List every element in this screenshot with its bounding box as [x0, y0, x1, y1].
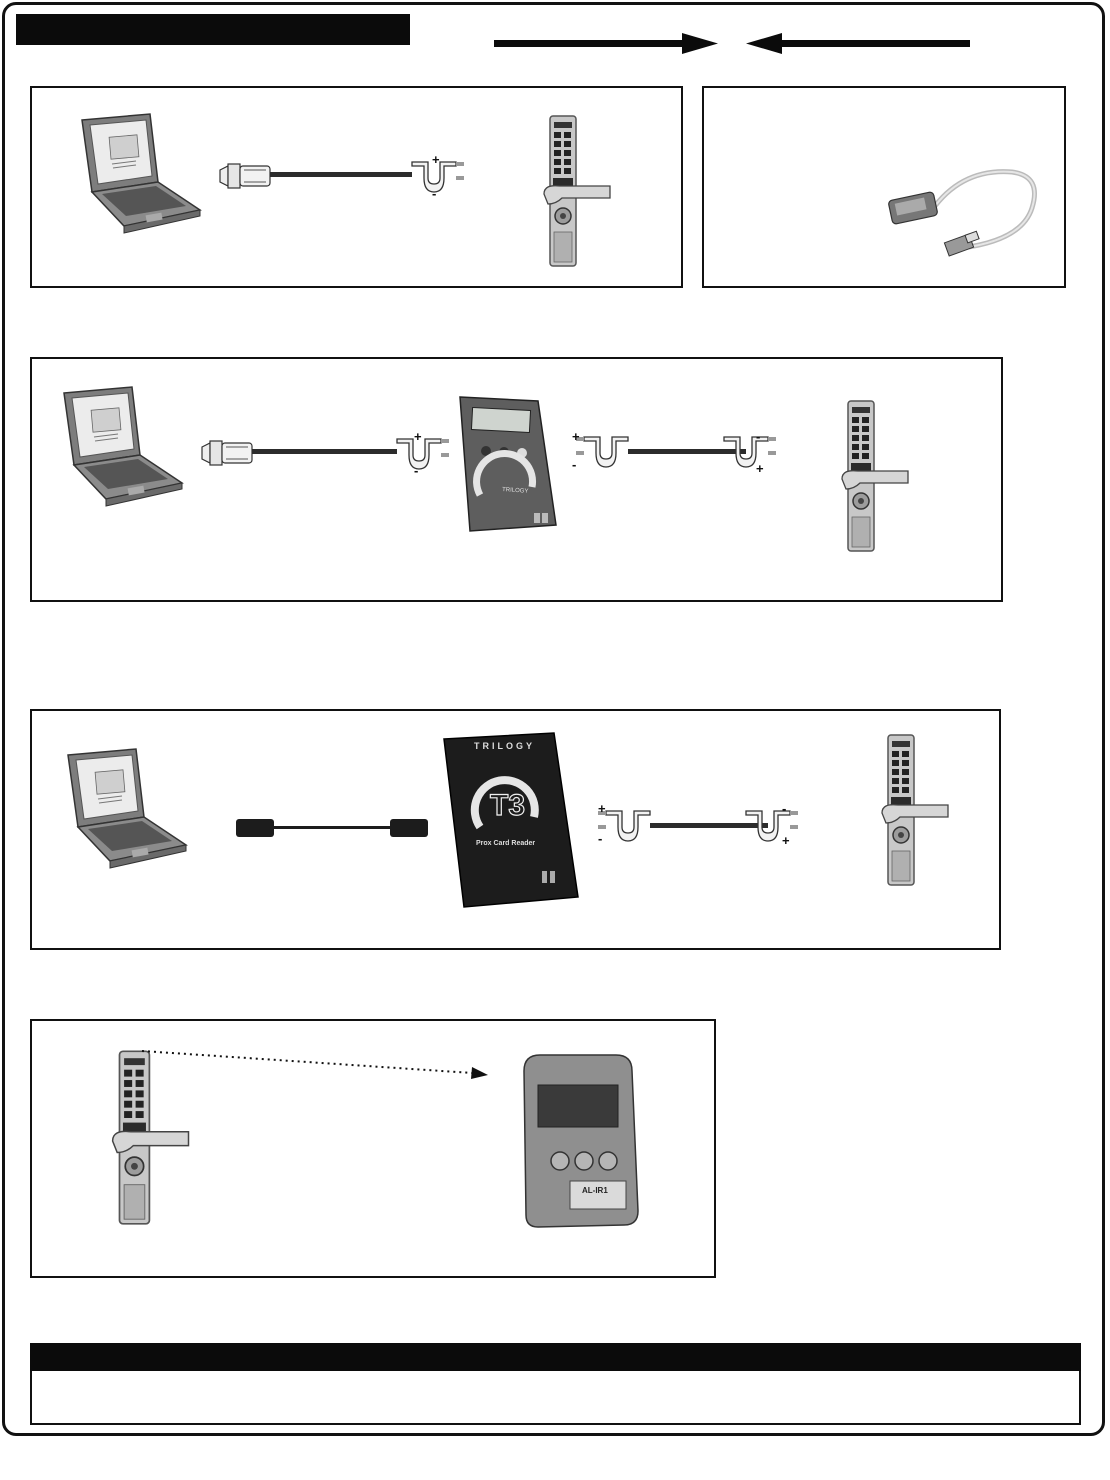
infrared-link-arrow-icon: [141, 1050, 488, 1079]
polarity-plus: +: [756, 461, 764, 476]
polarity-plus: +: [432, 152, 440, 167]
printer-label: AL-IR1: [582, 1186, 608, 1195]
polarity-minus: -: [432, 186, 436, 201]
panel-data-transfer-module: + - TRILOGY + - - +: [30, 357, 1003, 602]
footer-note-box: [30, 1371, 1081, 1425]
usb-serial-adapter-icon: [888, 169, 1037, 257]
infrared-printer-icon: AL-IR1: [523, 1054, 639, 1228]
page-frame: [2, 2, 1105, 1436]
serial-cable-icon: [201, 438, 450, 470]
keypad-lock-icon: [881, 734, 949, 886]
polarity-plus: +: [414, 429, 422, 444]
right-arrow-icon: [494, 33, 718, 54]
footer-heading-bar: [30, 1343, 1081, 1371]
device-brand-label: TRILOGY: [502, 487, 529, 495]
polarity-minus: -: [414, 463, 418, 478]
laptop-icon: [67, 748, 187, 869]
panel-infrared-printer: AL-IR1: [30, 1019, 716, 1278]
polarity-marks: + -: [414, 429, 422, 478]
polarity-plus: +: [782, 833, 790, 848]
polarity-plus: +: [572, 429, 580, 444]
keypad-lock-icon: [841, 400, 909, 552]
polarity-marks: + - - +: [598, 801, 790, 848]
polarity-minus: -: [782, 801, 786, 816]
laptop-icon: [63, 386, 183, 507]
device-brand-label: TRILOGY: [474, 741, 535, 751]
polarity-marks: + -: [432, 152, 440, 201]
polarity-minus: -: [572, 457, 576, 472]
laptop-icon: [81, 113, 201, 234]
serial-cable-icon: [219, 161, 465, 193]
t3-device-name: Prox Card Reader: [476, 840, 535, 847]
t3-prox-card-reader-icon: TRILOGY T3 Prox Card Reader: [443, 732, 579, 908]
left-arrow-icon: [746, 33, 970, 54]
module-to-lock-cable: [575, 436, 777, 468]
keypad-lock-icon: [543, 115, 611, 267]
polarity-plus: +: [598, 801, 606, 816]
polarity-minus: -: [598, 831, 602, 846]
panel-direct-cable: + -: [30, 86, 683, 288]
title-bar: [16, 14, 410, 45]
t3-logo: T3: [490, 789, 525, 822]
panel-t3-reader: TRILOGY T3 Prox Card Reader + - - +: [30, 709, 1001, 950]
serial-cable-icon: [236, 819, 428, 837]
panel-usb-adapter: [702, 86, 1066, 288]
data-transfer-module-icon: TRILOGY: [459, 396, 557, 532]
polarity-minus: -: [756, 429, 760, 444]
direction-arrows: [494, 33, 970, 54]
reader-to-lock-cable: [597, 810, 799, 842]
polarity-marks: + - - +: [572, 429, 764, 476]
